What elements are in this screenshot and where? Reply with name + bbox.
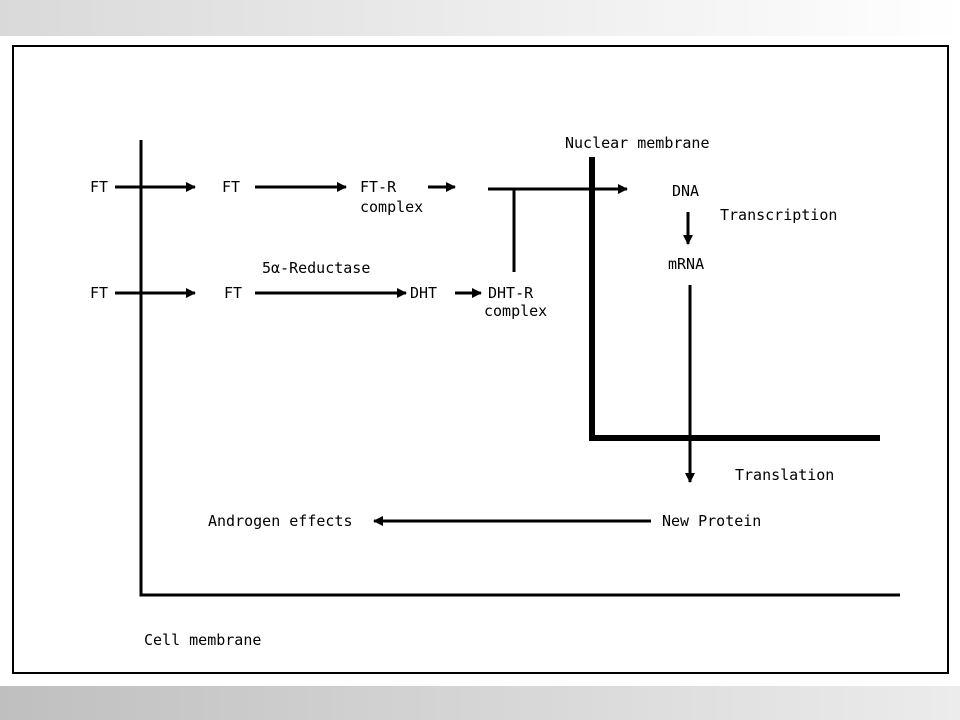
diagram-frame (12, 45, 949, 674)
label-androgen-effects: Androgen effects (208, 512, 353, 530)
label-dhtr-line1: DHT-R (488, 284, 534, 302)
label-ftr-line2: complex (360, 198, 423, 216)
label-mrna: mRNA (668, 255, 704, 273)
nuclear-membrane-line (589, 157, 880, 441)
label-ft-top-inside: FT (222, 178, 240, 196)
label-ft-top-outside: FT (90, 178, 108, 196)
label-ft-bottom-outside: FT (90, 284, 108, 302)
label-dna: DNA (672, 182, 699, 200)
top-gradient-band (0, 0, 960, 36)
label-new-protein: New Protein (662, 512, 761, 530)
label-ftr-line1: FT-R (360, 178, 397, 196)
label-cell-membrane: Cell membrane (144, 631, 261, 649)
label-dhtr-line2: complex (484, 302, 547, 320)
label-nuclear-membrane: Nuclear membrane (565, 134, 710, 152)
label-reductase: 5α-Reductase (262, 259, 370, 277)
bottom-gradient-band (0, 686, 960, 720)
label-transcription: Transcription (720, 206, 837, 224)
label-ft-bottom-inside: FT (224, 284, 242, 302)
label-translation: Translation (735, 466, 834, 484)
label-dht: DHT (410, 284, 437, 302)
